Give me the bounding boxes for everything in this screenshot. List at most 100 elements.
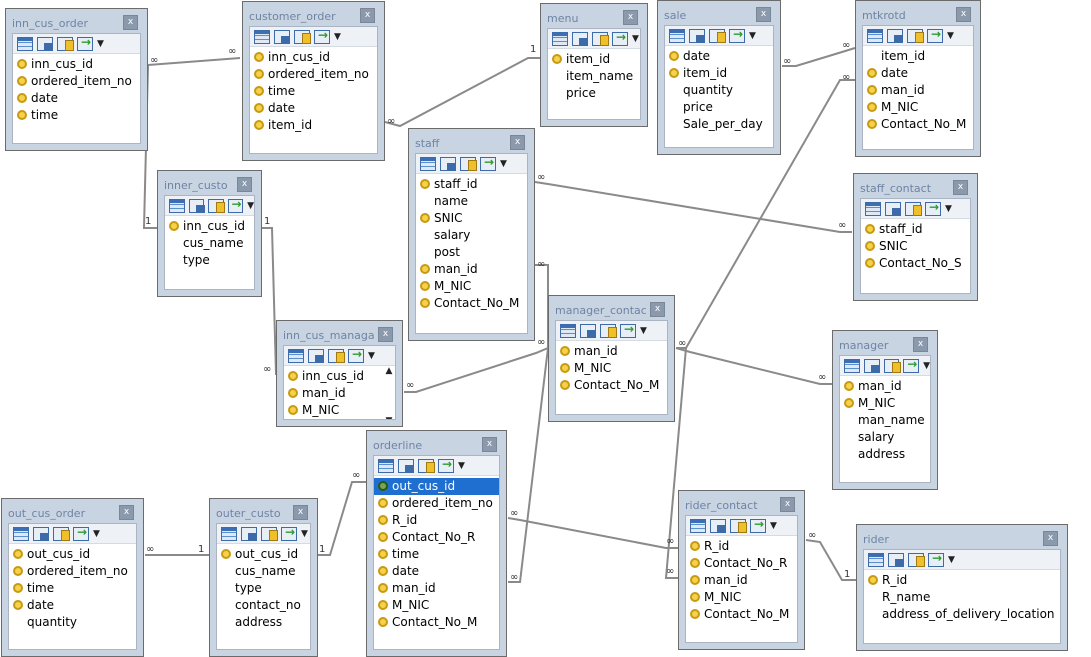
add-column-icon[interactable] [729, 27, 745, 43]
column-row[interactable]: M_NIC [416, 278, 527, 295]
column-row[interactable]: M_NIC [374, 597, 499, 614]
table-icon[interactable] [241, 526, 257, 541]
add-column-icon[interactable] [903, 357, 920, 373]
grid-view-icon[interactable] [13, 526, 29, 541]
column-row[interactable]: inn_cus_id [284, 368, 395, 385]
table-icon[interactable] [887, 28, 903, 43]
table-sale[interactable]: salex▼dateitem_idquantitypriceSale_per_d… [657, 0, 781, 155]
link-staff-manager_contact[interactable] [535, 264, 549, 348]
key-icon[interactable] [261, 526, 278, 541]
grid-view-icon[interactable] [288, 348, 304, 363]
dropdown-arrow-icon[interactable]: ▼ [247, 200, 254, 211]
column-row[interactable]: date [665, 48, 773, 65]
column-row[interactable]: M_NIC [284, 402, 395, 419]
column-row[interactable]: out_cus_id [374, 478, 499, 495]
key-icon[interactable] [730, 518, 747, 533]
table-customer_order[interactable]: customer_orderx▼inn_cus_idordered_item_n… [242, 1, 385, 161]
column-row[interactable]: Contact_No_M [416, 295, 527, 312]
column-row[interactable]: man_name [840, 412, 930, 429]
dropdown-arrow-icon[interactable]: ▼ [301, 528, 308, 539]
close-button[interactable]: x [623, 10, 638, 25]
table-rider[interactable]: riderx▼R_idR_nameaddress_of_delivery_loc… [856, 524, 1068, 651]
column-row[interactable]: inn_cus_id [13, 56, 140, 73]
key-icon[interactable] [592, 31, 609, 46]
column-row[interactable]: address_of_delivery_location [864, 606, 1060, 623]
column-row[interactable]: Contact_No_M [686, 606, 797, 623]
column-row[interactable]: M_NIC [863, 99, 973, 116]
dropdown-arrow-icon[interactable]: ▼ [500, 158, 507, 169]
column-row[interactable]: contact_no [217, 597, 310, 614]
table-icon[interactable] [885, 201, 901, 216]
table-icon[interactable] [888, 552, 904, 567]
column-row[interactable]: salary [416, 227, 527, 244]
key-icon[interactable] [709, 28, 726, 43]
column-row[interactable]: Contact_No_M [556, 377, 667, 394]
add-column-icon[interactable] [925, 200, 941, 216]
column-row[interactable]: inn_cus_id [250, 49, 377, 66]
grid-view-icon[interactable] [378, 458, 394, 473]
scroll-up-icon[interactable]: ▲ [385, 366, 393, 376]
dropdown-arrow-icon[interactable]: ▼ [948, 554, 955, 565]
column-row[interactable]: man_id [374, 580, 499, 597]
column-row[interactable]: Contact_No_R [686, 555, 797, 572]
column-row[interactable]: salary [840, 429, 930, 446]
add-column-icon[interactable] [77, 35, 93, 51]
table-out_cus_order[interactable]: out_cus_orderx▼out_cus_idordered_item_no… [1, 498, 144, 657]
column-row[interactable]: price [548, 85, 640, 102]
table-icon[interactable] [710, 518, 726, 533]
link-outer_custo-orderline[interactable] [318, 481, 366, 556]
table-outer_custo[interactable]: outer_custox▼out_cus_idcus_nametypeconta… [209, 498, 318, 657]
add-column-icon[interactable] [314, 28, 330, 44]
column-row[interactable]: address [840, 446, 930, 463]
table-inn_cus_order[interactable]: inn_cus_orderx▼inn_cus_idordered_item_no… [5, 8, 148, 151]
column-row[interactable]: M_NIC [840, 395, 930, 412]
column-row[interactable]: man_id [686, 572, 797, 589]
dropdown-arrow-icon[interactable]: ▼ [97, 38, 104, 49]
column-row[interactable]: out_cus_id [217, 546, 310, 563]
close-button[interactable]: x [1043, 531, 1058, 546]
scroll-down-icon[interactable]: ▼ [383, 416, 395, 419]
add-column-icon[interactable] [927, 27, 943, 43]
column-row[interactable]: Contact_No_M [374, 614, 499, 631]
add-column-icon[interactable] [73, 525, 89, 541]
link-customer_order-menu[interactable] [384, 57, 540, 128]
column-row[interactable]: name [416, 193, 527, 210]
close-button[interactable]: x [510, 135, 525, 150]
column-row[interactable]: date [863, 65, 973, 82]
grid-view-icon[interactable] [17, 36, 33, 51]
grid-view-icon[interactable] [844, 358, 860, 373]
column-row[interactable]: R_id [374, 512, 499, 529]
close-button[interactable]: x [913, 337, 928, 352]
table-staff[interactable]: staffx▼staff_idnameSNICsalarypostman_idM… [408, 128, 535, 341]
table-mtkrotd[interactable]: mtkrotdx▼item_iddateman_idM_NICContact_N… [855, 0, 981, 157]
dropdown-arrow-icon[interactable]: ▼ [923, 360, 930, 371]
add-column-icon[interactable] [750, 517, 766, 533]
grid-view-icon[interactable] [552, 31, 568, 46]
column-row[interactable]: time [13, 107, 140, 124]
column-row[interactable]: R_id [864, 572, 1060, 589]
grid-view-icon[interactable] [867, 28, 883, 43]
close-button[interactable]: x [237, 177, 252, 192]
table-manager[interactable]: managerx▼man_idM_NICman_namesalaryaddres… [832, 330, 938, 490]
key-icon[interactable] [908, 552, 925, 567]
table-icon[interactable] [440, 156, 456, 171]
add-column-icon[interactable] [227, 197, 244, 213]
column-row[interactable]: Contact_No_R [374, 529, 499, 546]
key-icon[interactable] [418, 458, 435, 473]
column-row[interactable]: M_NIC [556, 360, 667, 377]
table-icon[interactable] [580, 323, 596, 338]
table-icon[interactable] [308, 348, 324, 363]
dropdown-arrow-icon[interactable]: ▼ [632, 33, 639, 44]
key-icon[interactable] [905, 201, 922, 216]
dropdown-arrow-icon[interactable]: ▼ [93, 528, 100, 539]
column-row[interactable]: cus_name [217, 563, 310, 580]
add-column-icon[interactable] [348, 347, 364, 363]
column-row[interactable]: man_id [863, 82, 973, 99]
table-icon[interactable] [274, 29, 290, 44]
table-icon[interactable] [863, 358, 880, 373]
grid-view-icon[interactable] [221, 526, 237, 541]
column-row[interactable]: man_id [284, 385, 395, 402]
add-column-icon[interactable] [928, 551, 944, 567]
